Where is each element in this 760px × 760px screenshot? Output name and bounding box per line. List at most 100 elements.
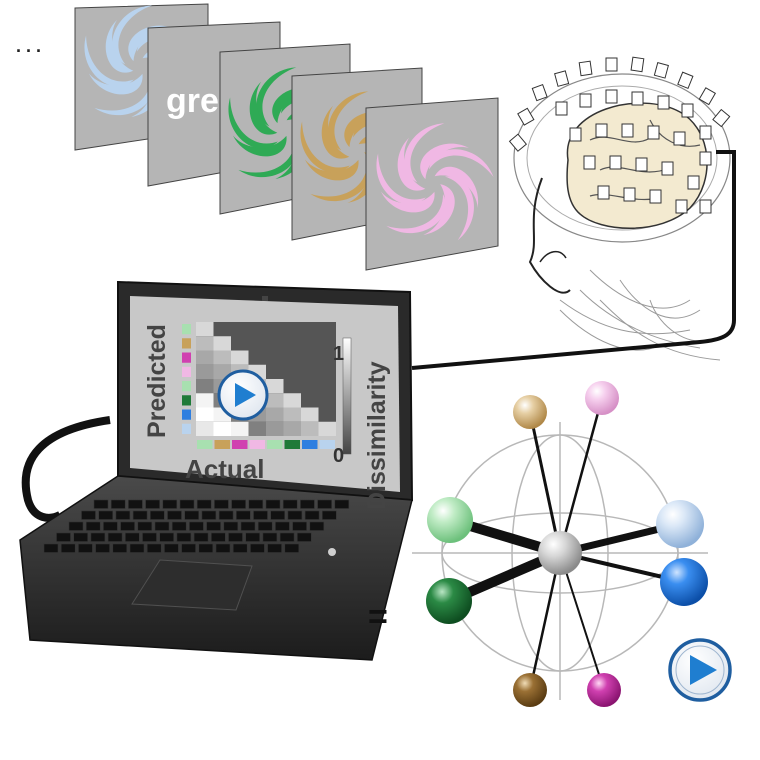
keyboard-key [81, 510, 96, 520]
keyboard-key [228, 532, 243, 542]
keyboard-key [282, 499, 298, 509]
keyboard-key [154, 521, 170, 531]
keyboard-key [196, 499, 212, 509]
play-icon[interactable] [668, 638, 732, 702]
touchpad [131, 559, 253, 611]
keyboard-key [309, 521, 325, 531]
node-brown [513, 673, 547, 707]
keyboard-key [206, 521, 221, 531]
keyboard-key [181, 543, 196, 553]
keyboard-key [73, 532, 88, 542]
keyboard-key [223, 521, 239, 531]
col-swatch [232, 440, 248, 449]
row-swatch [182, 352, 191, 363]
matrix-cell [231, 350, 249, 365]
matrix-cell [283, 407, 301, 422]
keyboard-key [334, 499, 350, 509]
matrix-cell [231, 421, 249, 436]
keyboard-key [218, 510, 234, 520]
matrix-cell [213, 421, 231, 436]
matrix-cell [196, 350, 214, 365]
keyboard-key [120, 521, 135, 531]
matrix-cell [196, 322, 214, 337]
matrix-row-swatches [182, 324, 191, 434]
laptop-icon: 1 0 Predicted Actual Dissimilarity [19, 280, 414, 661]
matrix-cell [196, 379, 214, 394]
keyboard-key [128, 499, 143, 509]
keyboard-key [270, 510, 286, 520]
row-swatch [182, 324, 191, 335]
matrix-cell [266, 393, 284, 408]
keyboard-key [85, 521, 101, 531]
keyboard-key [193, 532, 209, 542]
colorbar-label: Dissimilarity [363, 361, 391, 510]
matrix-cell [196, 421, 214, 436]
colorbar [342, 337, 352, 455]
matrix-cell [213, 350, 231, 365]
col-swatch [267, 440, 283, 449]
colorbar-min-label: 0 [333, 445, 344, 467]
keyboard-key [145, 499, 160, 509]
matrix-col-swatches [197, 440, 335, 449]
play-icon[interactable] [217, 369, 269, 421]
node-pink [585, 381, 619, 415]
matrix-cell [318, 421, 336, 436]
col-swatch [302, 440, 318, 449]
keyboard-key [284, 543, 300, 553]
eeg-cable [411, 150, 736, 370]
col-swatch [319, 440, 335, 449]
keyboard-key [245, 532, 260, 542]
matrix-cell [266, 379, 284, 394]
keyboard-key [167, 510, 182, 520]
matrix-cell [196, 336, 214, 351]
keyboard-key [164, 543, 179, 553]
row-swatch [182, 366, 191, 377]
matrix-cell [283, 393, 301, 408]
keyboard-key [262, 532, 278, 542]
keyboard-key [56, 532, 71, 542]
keyboard-key [257, 521, 273, 531]
keyboard-key [267, 543, 282, 553]
keyboard-key [248, 499, 264, 509]
node-blue [660, 558, 708, 606]
keyboard-key [317, 499, 332, 509]
col-swatch [284, 440, 300, 449]
keyboard-key [198, 543, 214, 553]
keyboard-key [201, 510, 217, 520]
keyboard-key [236, 510, 251, 520]
keyboard-key [176, 532, 192, 542]
keyboard-key [150, 510, 165, 520]
word-stimulus: gre [166, 82, 219, 120]
keyboard-key [98, 510, 113, 520]
ellipsis: . . . [16, 36, 41, 56]
brain-icon [411, 56, 736, 370]
keyboard-key [107, 532, 123, 542]
keyboard-key [78, 543, 93, 553]
keyboard-key [215, 543, 231, 553]
keyboard-key [240, 521, 256, 531]
matrix-xlabel: Actual [185, 454, 264, 484]
matrix-cell [196, 364, 214, 379]
keyboard-key [253, 510, 268, 520]
center-node [538, 531, 582, 575]
keyboard-key [129, 543, 145, 553]
keyboard-key [211, 532, 226, 542]
keyboard [43, 499, 350, 553]
keyboard-key [43, 543, 59, 553]
stimulus-stack: gre [74, 3, 501, 271]
equals-sign: = [368, 598, 388, 636]
col-swatch [249, 440, 265, 449]
keyboard-key [60, 543, 76, 553]
matrix-ylabel: Predicted [143, 324, 171, 438]
keyboard-key [214, 499, 229, 509]
matrix-cell [283, 421, 301, 436]
matrix-cell [301, 421, 319, 436]
keyboard-key [112, 543, 128, 553]
row-swatch [182, 423, 191, 434]
row-swatch [182, 381, 191, 392]
keyboard-key [275, 521, 290, 531]
keyboard-key [265, 499, 281, 509]
keyboard-key [93, 499, 109, 509]
keyboard-key [292, 521, 307, 531]
